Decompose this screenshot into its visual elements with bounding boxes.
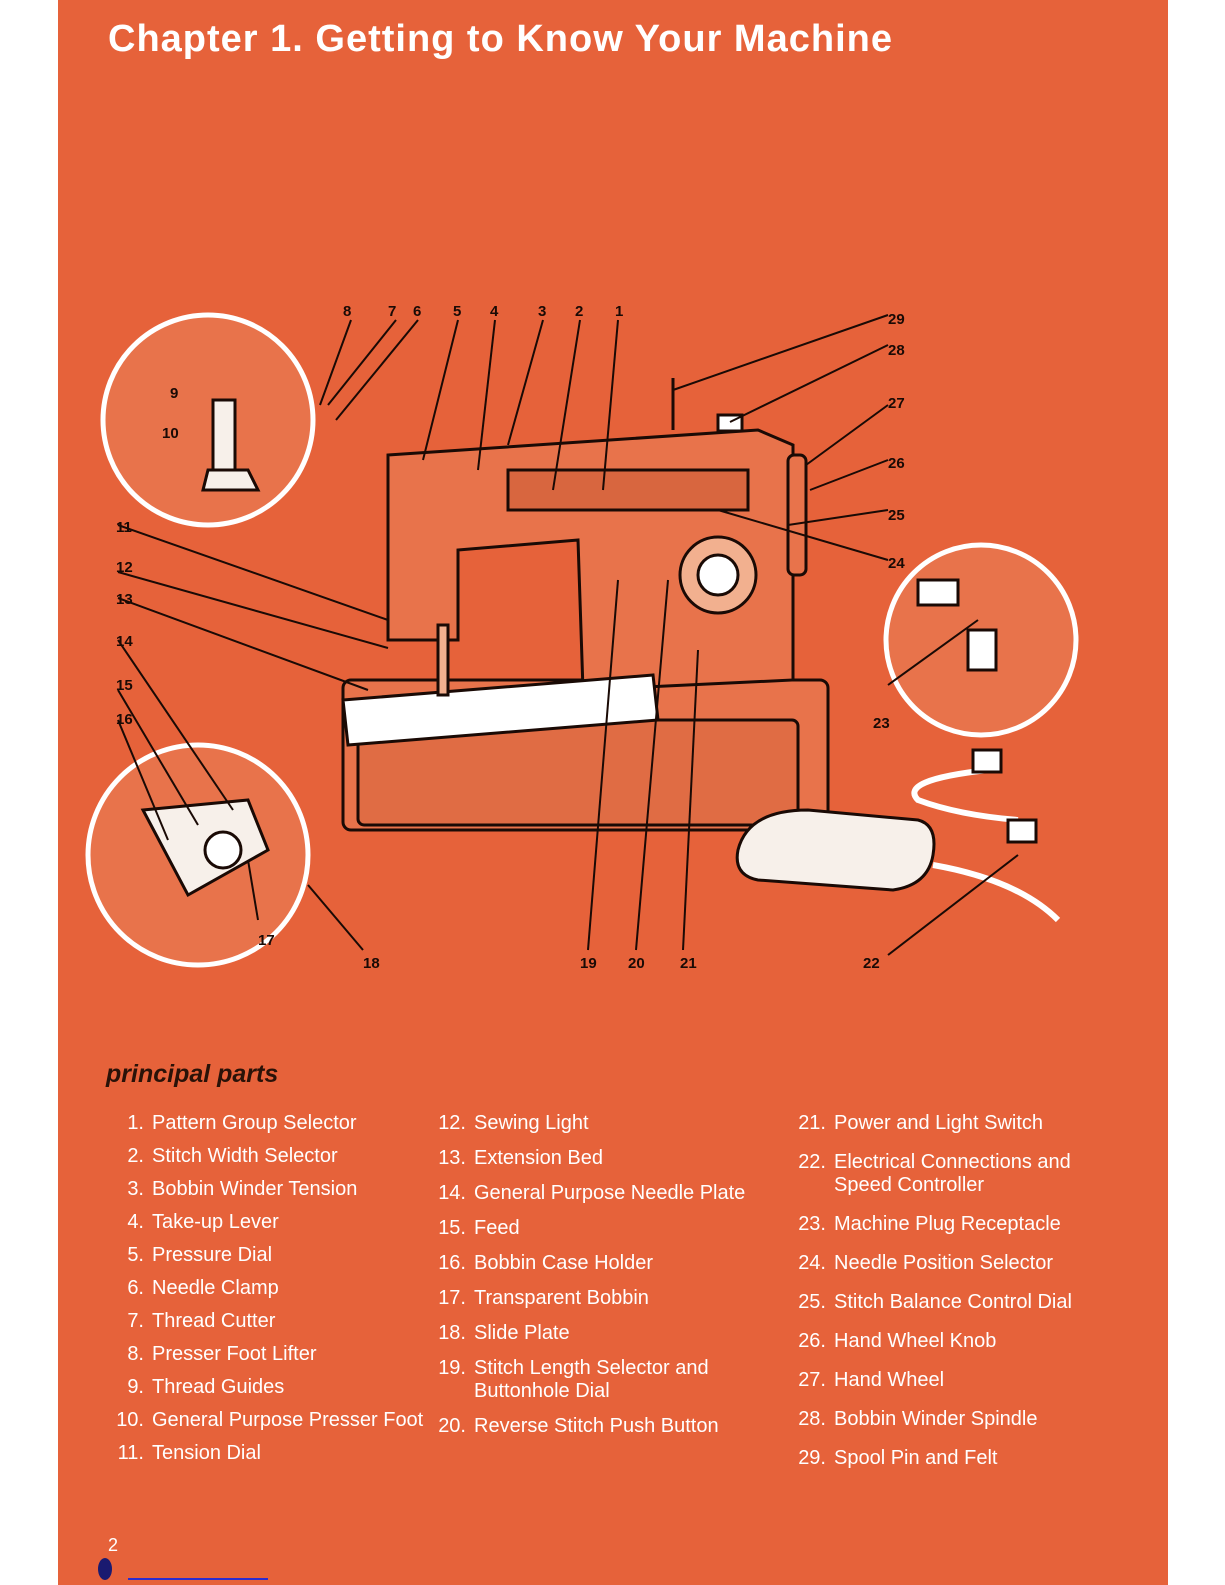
callout-7: 7	[388, 303, 396, 320]
list-item: 28.Bobbin Winder Spindle	[798, 1408, 1038, 1430]
list-item: 23.Machine Plug Receptacle	[798, 1213, 1061, 1235]
callout-14: 14	[116, 633, 133, 650]
callout-4: 4	[490, 303, 499, 320]
list-item: 12.Sewing Light	[438, 1112, 589, 1134]
manual-page: Chapter 1. Getting to Know Your Machine	[58, 0, 1168, 1585]
list-item: 7.Thread Cutter	[127, 1310, 276, 1332]
list-item: 10.General Purpose Presser Foot	[116, 1409, 424, 1431]
callout-3: 3	[538, 303, 546, 320]
list-item: 13.Extension Bed	[438, 1147, 603, 1169]
callout-21: 21	[680, 955, 697, 972]
list-item: 27.Hand Wheel	[798, 1369, 945, 1391]
section-heading: principal parts	[106, 1060, 279, 1088]
callout-27: 27	[888, 395, 905, 412]
list-item: 5.Pressure Dial	[127, 1244, 273, 1266]
callout-19: 19	[580, 955, 597, 972]
callout-8: 8	[343, 303, 351, 320]
list-item: 19.Stitch Length Selector and Buttonhole…	[438, 1357, 709, 1402]
list-item: 17.Transparent Bobbin	[438, 1287, 649, 1309]
callout-13: 13	[116, 591, 133, 608]
machine-body	[341, 378, 830, 832]
callout-25: 25	[888, 507, 905, 524]
list-item: 20.Reverse Stitch Push Button	[438, 1415, 719, 1437]
list-item: 6.Needle Clamp	[127, 1277, 279, 1299]
callout-24: 24	[888, 555, 905, 572]
parts-list-column-2: 12.Sewing Light 13.Extension Bed 14.Gene…	[432, 1112, 772, 1450]
page-title: Chapter 1. Getting to Know Your Machine	[108, 18, 893, 60]
callout-23: 23	[873, 715, 890, 732]
callout-6: 6	[413, 303, 421, 320]
page-number: 2	[108, 1535, 119, 1555]
page-marker-dot	[98, 1558, 112, 1580]
list-item: 3.Bobbin Winder Tension	[127, 1178, 358, 1200]
callout-5: 5	[453, 303, 461, 320]
list-item: 24.Needle Position Selector	[798, 1252, 1054, 1274]
list-item: 1.Pattern Group Selector	[127, 1112, 357, 1134]
list-item: 2.Stitch Width Selector	[127, 1145, 338, 1167]
callout-22: 22	[863, 955, 880, 972]
list-item: 18.Slide Plate	[438, 1322, 570, 1344]
list-item: 29.Spool Pin and Felt	[798, 1447, 998, 1469]
list-item: 4.Take-up Lever	[127, 1211, 279, 1233]
list-item: 14.General Purpose Needle Plate	[438, 1182, 746, 1204]
leader-lines	[117, 314, 1019, 956]
list-item: 11.Tension Dial	[117, 1442, 261, 1464]
list-item: 26.Hand Wheel Knob	[798, 1330, 997, 1352]
foot-controller	[735, 748, 1061, 923]
callout-29: 29	[888, 311, 905, 328]
callout-1: 1	[615, 303, 623, 320]
callout-18: 18	[363, 955, 380, 972]
list-item: 8.Presser Foot Lifter	[127, 1343, 317, 1365]
footer-rule	[128, 1578, 268, 1580]
detail-circle-presser-foot	[100, 312, 316, 528]
list-item: 16.Bobbin Case Holder	[438, 1252, 653, 1274]
callout-11: 11	[116, 519, 132, 536]
list-item: 15.Feed	[438, 1217, 520, 1239]
list-item: 22.Electrical Connections and Speed Cont…	[798, 1151, 1071, 1196]
list-item: 25.Stitch Balance Control Dial	[798, 1291, 1072, 1313]
callout-17: 17	[258, 932, 275, 949]
callout-numbers: 8 7 6 5 4 3 2 1 29 28 27 26 25 24 9 10 1…	[116, 303, 905, 972]
callout-26: 26	[888, 455, 905, 472]
sewing-machine-illustration: 8 7 6 5 4 3 2 1 29 28 27 26 25 24 9 10 1…	[85, 303, 1079, 972]
callout-9: 9	[170, 385, 178, 402]
callout-10: 10	[162, 425, 179, 442]
list-item: 21.Power and Light Switch	[798, 1112, 1044, 1134]
callout-16: 16	[116, 711, 133, 728]
callout-28: 28	[888, 342, 905, 359]
callout-20: 20	[628, 955, 645, 972]
callout-2: 2	[575, 303, 583, 320]
parts-list-column-3: 21.Power and Light Switch 22.Electrical …	[792, 1112, 1122, 1486]
callout-12: 12	[116, 559, 133, 576]
callout-15: 15	[116, 677, 133, 694]
list-item: 9.Thread Guides	[127, 1376, 285, 1398]
parts-list-column-1: 1.Pattern Group Selector 2.Stitch Width …	[110, 1112, 430, 1475]
